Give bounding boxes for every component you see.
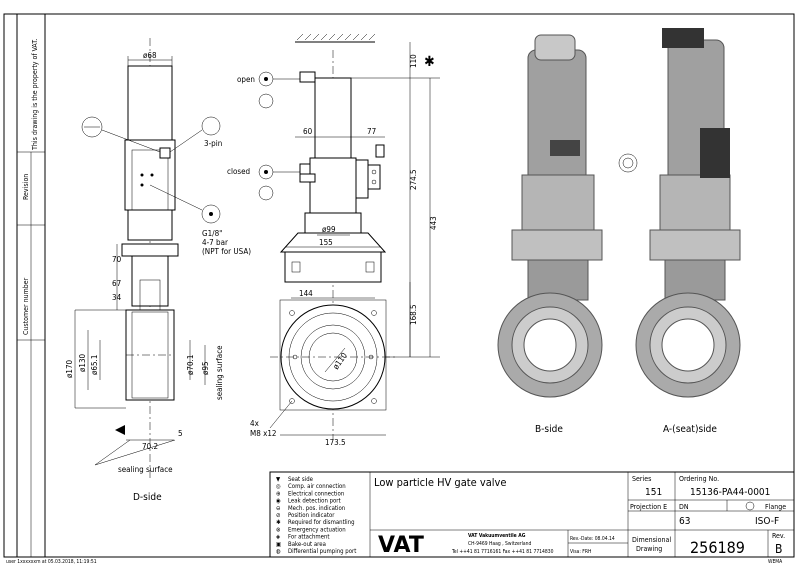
label-3pin: 3-pin — [204, 139, 222, 148]
legend-symbol-icon: ⊖ — [276, 505, 281, 512]
legend-item: Leak detection port — [288, 498, 341, 505]
drawing-title: Low particle HV gate valve — [374, 476, 507, 489]
legend-item: Position indicator — [288, 512, 335, 519]
dn-value: 63 — [679, 516, 690, 527]
dim-60: 60 — [303, 127, 313, 136]
dim-110-top: 110 — [409, 54, 418, 68]
legend-symbol-icon: ▣ — [276, 541, 281, 548]
series-label: Series — [632, 475, 651, 483]
series-value: 151 — [645, 487, 662, 498]
dismantling-star: ✱ — [424, 54, 435, 70]
legend-item: For attachment — [288, 534, 329, 541]
legend-item: Electrical connection — [288, 490, 344, 497]
dim-5: 5 — [178, 429, 183, 438]
dim-70-2: 70.2 — [142, 442, 158, 451]
doc-type-1: Dimensional — [632, 536, 671, 544]
dim-155: 155 — [319, 238, 333, 247]
legend-symbol-icon: ◉ — [276, 498, 281, 505]
dim-274-5: 274.5 — [409, 169, 418, 190]
dim-65-1: ø65.1 — [90, 355, 99, 375]
dim-173-5: 173.5 — [325, 438, 346, 447]
dim-130: ø130 — [78, 353, 87, 372]
ordering-label: Ordering No. — [679, 475, 719, 483]
a-side-label: A-(seat)side — [663, 424, 717, 435]
company-contact: Tel ++41 81 7716161 Fax ++41 81 7714830 — [451, 549, 554, 555]
legend-item: Differential pumping port — [288, 548, 356, 555]
customer-number-label: Customer number — [22, 277, 30, 335]
d-side-label: D-side — [133, 492, 162, 503]
dn-label: DN — [679, 503, 689, 511]
legend-item: Mech. pos. indication — [288, 505, 345, 512]
title-block: Low particle HV gate valve Series 151 Or… — [269, 471, 795, 558]
legend-item: Seat side — [288, 476, 314, 483]
dim-170: ø170 — [65, 359, 74, 378]
footer-code: WEMA — [768, 559, 783, 565]
legend-symbol-icon: ▼ — [276, 476, 281, 483]
dim-77: 77 — [367, 127, 376, 136]
projection-label: Projection E — [630, 503, 667, 511]
drawing-number: 256189 — [690, 538, 745, 557]
company-name: VAT Vakuumventile AG — [468, 533, 526, 539]
dim-67: 67 — [112, 279, 121, 288]
legend-item: Bake-out area — [288, 541, 326, 548]
rev-date: Rev.-Date: 08.04.14 — [570, 536, 615, 542]
legend-item: Emergency actuation — [288, 526, 346, 533]
flange-value: ISO-F — [755, 516, 779, 527]
b-side-iso-view: B-side — [497, 34, 638, 435]
vat-logo: VAT — [378, 533, 424, 558]
company-address: CH-9469 Haag , Switzerland — [468, 541, 531, 547]
rev-value: B — [775, 542, 782, 556]
closed-label: closed — [227, 167, 250, 176]
dim-34: 34 — [112, 293, 122, 302]
visa: Visa: FRH — [570, 549, 591, 555]
label-g18: G1/8" — [202, 229, 222, 238]
holes-count: 4x — [250, 419, 260, 428]
legend-symbol-icon: ◎ — [276, 483, 281, 490]
dim-99: ø99 — [322, 225, 336, 234]
label-npt: (NPT for USA) — [202, 247, 251, 256]
dim-70: 70 — [112, 255, 122, 264]
front-view: open closed 60 77 ø99 155 144 ø110 4x M8… — [227, 33, 440, 447]
sealing-surface-label: sealing surface — [118, 465, 173, 474]
rev-label: Rev. — [772, 532, 785, 540]
dim-144: 144 — [299, 289, 313, 298]
b-side-label: B-side — [535, 424, 563, 435]
a-side-iso-view: A-(seat)side — [635, 28, 741, 435]
legend-item: Required for dismantling — [288, 519, 355, 526]
legend-symbol-icon: ✱ — [276, 519, 281, 526]
footer-user: user 1xxxxxxm at 05.03.2018, 11:19:51 — [6, 559, 97, 565]
property-note: This drawing is the property of VAT. — [31, 39, 39, 151]
doc-type-2: Drawing — [636, 545, 662, 553]
legend-symbol-icon: ⊘ — [276, 512, 281, 519]
label-pressure: 4-7 bar — [202, 238, 228, 247]
dim-168-5: 168.5 — [409, 304, 418, 325]
holes-thread: M8 x12 — [250, 429, 277, 438]
revision-label: Revision — [22, 174, 30, 200]
open-label: open — [237, 75, 255, 84]
projection-symbol — [745, 501, 755, 511]
dim-443: 443 — [429, 216, 438, 230]
dim-top-diameter: ø68 — [143, 51, 157, 60]
legend-symbol-icon: ◍ — [276, 548, 281, 555]
legend-symbol-icon: ⊗ — [276, 526, 281, 533]
flange-label: Flange — [765, 503, 786, 511]
legend-symbol-icon: ⊕ — [276, 490, 281, 497]
dim-70-1: ø70.1 — [186, 355, 195, 375]
dim-95: ø95 — [201, 361, 210, 375]
legend-symbol-icon: ◈ — [276, 534, 281, 541]
legend-item: Comp. air connection — [288, 483, 346, 490]
d-side-view: ø68 3-pin G1/8" 4-7 bar (NPT for USA) 70… — [65, 38, 251, 503]
symbol-legend: ▼ Seat side ◎ Comp. air connection ⊕ Electric… — [276, 476, 356, 555]
ordering-value: 15136-PA44-0001 — [690, 487, 770, 498]
sealing-surface-vertical: sealing surface — [215, 345, 224, 400]
